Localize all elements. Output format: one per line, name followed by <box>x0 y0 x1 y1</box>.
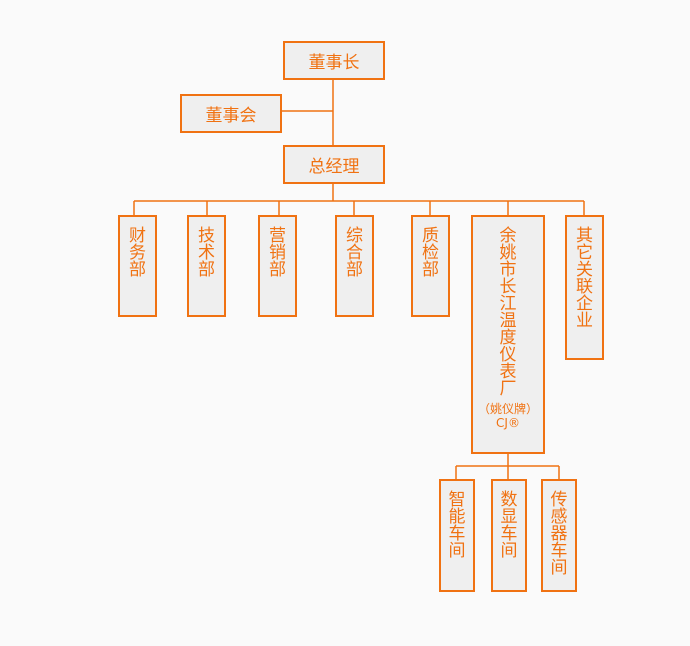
department-node: 综合部 <box>335 215 374 317</box>
workshop-label: 数显车间 <box>500 490 518 561</box>
general-manager-node: 总经理 <box>283 145 385 184</box>
department-label: 质检部 <box>422 226 439 280</box>
department-label: 营销部 <box>269 226 286 280</box>
factory-node: 余姚市长江温度仪表厂 （姚仪牌） CJ® <box>471 215 545 454</box>
workshop-label: 传感器车间 <box>550 490 568 578</box>
chairman-label: 董事长 <box>308 53 360 73</box>
department-node: 质检部 <box>411 215 450 317</box>
factory-brand: （姚仪牌） <box>477 402 538 416</box>
board-label: 董事会 <box>205 106 257 126</box>
workshop-node: 数显车间 <box>491 479 527 592</box>
department-label: 技术部 <box>198 226 215 280</box>
workshop-node: 智能车间 <box>439 479 475 592</box>
workshop-label: 智能车间 <box>448 490 466 561</box>
department-node: 营销部 <box>258 215 297 317</box>
factory-trademark: CJ® <box>496 416 520 430</box>
affiliates-label: 其它关联企业 <box>576 226 593 331</box>
board-node: 董事会 <box>180 94 282 133</box>
department-label: 综合部 <box>346 226 363 280</box>
workshop-node: 传感器车间 <box>541 479 577 592</box>
department-label: 财务部 <box>129 226 146 280</box>
department-node: 财务部 <box>118 215 157 317</box>
affiliates-node: 其它关联企业 <box>565 215 604 360</box>
general-manager-label: 总经理 <box>308 157 360 177</box>
department-node: 技术部 <box>187 215 226 317</box>
chairman-node: 董事长 <box>283 41 385 80</box>
factory-name: 余姚市长江温度仪表厂 <box>499 226 517 399</box>
